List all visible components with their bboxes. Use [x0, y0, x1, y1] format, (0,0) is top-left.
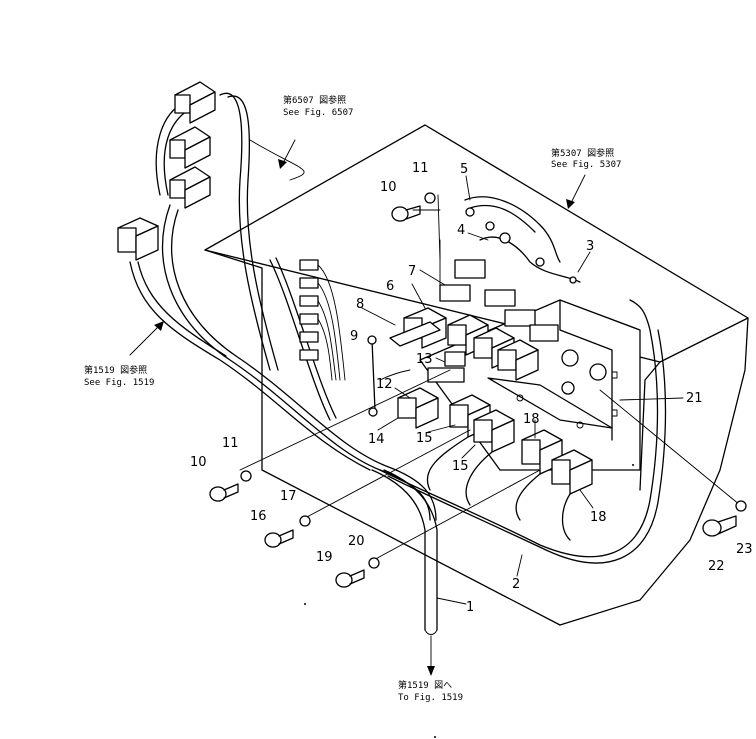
- harness-relay: [174, 81, 216, 124]
- harness-relay: [169, 166, 211, 209]
- ref-5307-en: See Fig. 5307: [551, 160, 621, 170]
- callout-3: 3: [586, 239, 594, 254]
- washer-23: [735, 500, 747, 512]
- relay-7c: [497, 339, 539, 381]
- callout-15-a: 15: [416, 431, 433, 446]
- washer-11-lower: [240, 470, 252, 482]
- bracket-13: [427, 351, 466, 383]
- callout-20: 20: [348, 534, 365, 549]
- bolt-10-upper: [391, 205, 421, 222]
- callout-18-a: 18: [523, 412, 540, 427]
- harness-connector: [117, 217, 159, 261]
- terminal-stack: [299, 259, 346, 381]
- callout-15-b: 15: [452, 459, 469, 474]
- callout-22: 22: [708, 559, 725, 574]
- callout-18-b: 18: [590, 510, 607, 525]
- to-1519-en: To Fig. 1519: [398, 693, 463, 703]
- washer-11-upper: [424, 192, 436, 204]
- callout-8: 8: [356, 297, 364, 312]
- relay-14: [397, 387, 439, 429]
- to-1519-jp: 第1519 図へ: [398, 679, 452, 691]
- callout-1: 1: [466, 600, 474, 615]
- callout-23: 23: [736, 542, 753, 557]
- callout-10-upper: 10: [380, 180, 397, 195]
- washer-20: [368, 557, 380, 569]
- ref-5307-jp: 第5307 図参照: [551, 147, 614, 159]
- relay-18b: [551, 449, 593, 495]
- callout-4: 4: [457, 223, 465, 238]
- leader-lines: [239, 194, 741, 563]
- ref-6507-jp: 第6507 図参照: [283, 94, 346, 106]
- fasteners: [209, 192, 747, 588]
- cable-1: [371, 469, 438, 676]
- bolt-22: [702, 515, 737, 537]
- callout-19: 19: [316, 550, 333, 565]
- harness-relays: [117, 81, 216, 261]
- reference-arrows: [129, 139, 586, 356]
- callout-13: 13: [416, 352, 433, 367]
- callout-11-lower: 11: [222, 436, 239, 451]
- bolt-16: [264, 529, 294, 548]
- callout-2: 2: [512, 577, 520, 592]
- callout-14: 14: [368, 432, 385, 447]
- callout-leaders: [361, 175, 684, 605]
- callout-21: 21: [686, 391, 703, 406]
- relay-group-upper: [403, 259, 607, 395]
- ref-1519-en: See Fig. 1519: [84, 378, 154, 388]
- bolt-10-lower: [209, 483, 239, 502]
- bolt-19: [335, 569, 365, 588]
- callout-7: 7: [408, 264, 416, 279]
- callout-17: 17: [280, 489, 297, 504]
- mounting-bar-21: [487, 377, 613, 429]
- ref-1519-jp: 第1519 図参照: [84, 364, 147, 376]
- bracket-8: [389, 321, 441, 347]
- relay-15b: [473, 409, 515, 453]
- callout-10-lower: 10: [190, 455, 207, 470]
- ref-6507-en: See Fig. 6507: [283, 108, 353, 118]
- callout-16: 16: [250, 509, 267, 524]
- callout-11-upper: 11: [412, 161, 429, 176]
- callout-6: 6: [386, 279, 394, 294]
- callout-12: 12: [376, 377, 393, 392]
- callout-5: 5: [460, 162, 468, 177]
- relay-sockets: [439, 259, 559, 342]
- callout-9: 9: [350, 329, 358, 344]
- relay-group-lower: [389, 321, 593, 541]
- washer-17: [299, 515, 311, 527]
- harness-relay: [169, 126, 211, 169]
